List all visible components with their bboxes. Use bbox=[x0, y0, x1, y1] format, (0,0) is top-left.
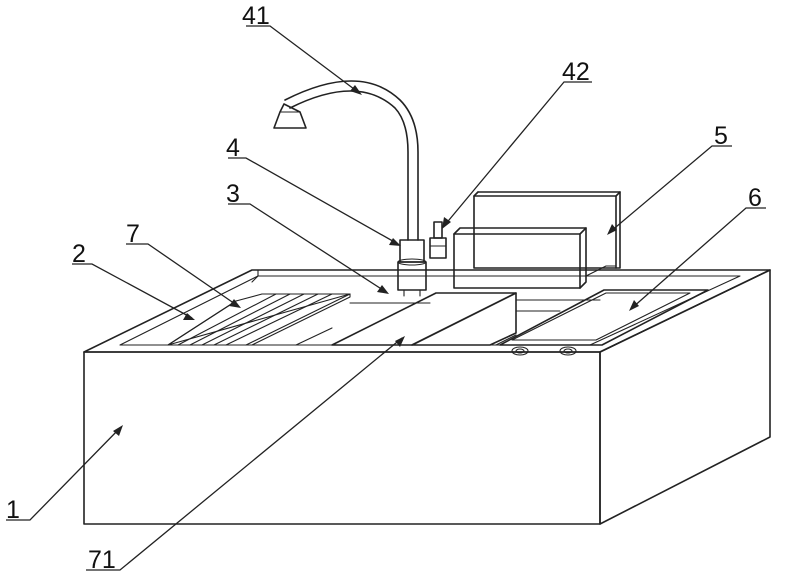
callout-41: 41 bbox=[242, 2, 270, 30]
faucet bbox=[274, 81, 426, 296]
callout-71: 71 bbox=[88, 546, 116, 574]
storage-box bbox=[454, 192, 620, 288]
callout-4: 4 bbox=[226, 134, 240, 162]
callout-1: 1 bbox=[6, 496, 20, 524]
leader-lines bbox=[6, 26, 766, 570]
cutting-board bbox=[332, 293, 516, 345]
drain-rack bbox=[168, 294, 350, 345]
cabinet-body bbox=[84, 270, 770, 524]
callout-5: 5 bbox=[714, 122, 728, 150]
callout-3: 3 bbox=[226, 180, 240, 208]
basin-floor bbox=[296, 300, 600, 345]
callout-42: 42 bbox=[562, 58, 590, 86]
callout-6: 6 bbox=[748, 184, 762, 212]
callout-2: 2 bbox=[72, 240, 86, 268]
callout-7: 7 bbox=[126, 220, 140, 248]
